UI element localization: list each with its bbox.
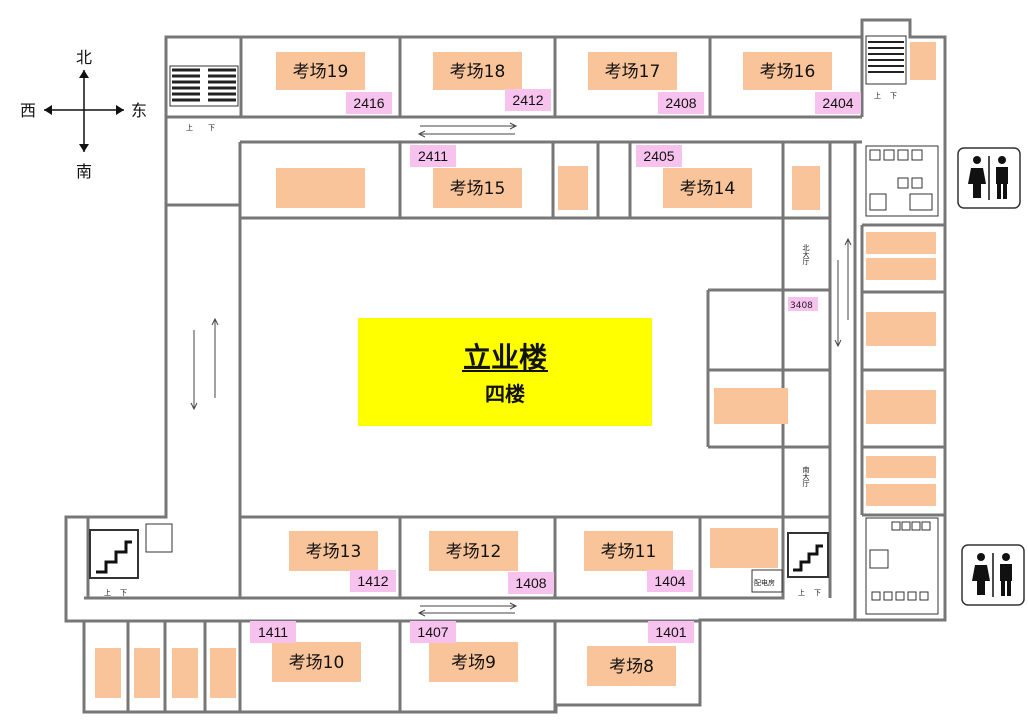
room-number: 1411 xyxy=(258,624,288,640)
room-number: 2412 xyxy=(512,92,543,108)
room-number: 1404 xyxy=(654,573,685,589)
exam-room-box xyxy=(588,52,677,90)
exam-room-box xyxy=(433,168,522,208)
stairs-northeast: 上 下 xyxy=(865,35,936,100)
stairs-southwest: 上 下 xyxy=(89,523,173,597)
room-number-badge xyxy=(658,92,704,114)
room-number: 2416 xyxy=(353,95,384,111)
exam-room-label: 考场15 xyxy=(450,179,506,199)
exam-room-label: 考场19 xyxy=(293,62,349,82)
exam-room-box xyxy=(433,52,522,90)
exam-room-label: 考场14 xyxy=(680,179,736,199)
exam-room-box xyxy=(743,52,832,90)
hall-north: 北大厅 xyxy=(802,244,810,265)
floor-label: 四楼 xyxy=(485,382,525,406)
exam-room: 考场16 2404 xyxy=(743,52,861,114)
room-number: 1401 xyxy=(655,624,686,640)
exam-room-box xyxy=(584,531,673,571)
compass-north: 北 xyxy=(76,48,92,67)
stair-down-label: 下 xyxy=(208,124,215,132)
hall-north-label: 北大厅 xyxy=(802,244,810,265)
exam-room-label: 考场18 xyxy=(450,62,506,82)
utility-room-label: 配电房 xyxy=(754,578,775,587)
room-3408-number: 3408 xyxy=(790,301,813,311)
exam-room: 考场18 2412 xyxy=(433,52,551,111)
restroom-icon xyxy=(957,147,1021,209)
exam-room-box xyxy=(289,531,378,571)
restroom-south xyxy=(865,517,939,615)
exam-room-box xyxy=(663,168,752,208)
room-number-badge xyxy=(410,145,456,167)
exam-room-box xyxy=(429,642,518,682)
exam-room-box xyxy=(587,646,676,686)
exam-room-box xyxy=(276,52,365,90)
restroom-north xyxy=(865,145,939,217)
exam-room-label: 考场11 xyxy=(601,542,657,562)
room-number: 2408 xyxy=(665,95,696,111)
stair-up-label: 上 xyxy=(186,123,193,132)
corridor-arrows xyxy=(190,122,852,617)
compass: 北 南 西 东 xyxy=(20,48,147,181)
room-number-badge xyxy=(346,92,392,114)
room-number-badge xyxy=(350,570,396,592)
exam-room: 考场8 1401 xyxy=(587,621,694,686)
walls xyxy=(64,18,947,714)
restroom-icon xyxy=(961,544,1025,606)
room-number-badge xyxy=(250,621,296,643)
other-rooms xyxy=(95,166,936,698)
room-number-badge xyxy=(410,621,456,643)
room-number: 2405 xyxy=(643,148,674,164)
compass-east: 东 xyxy=(131,101,147,120)
exam-room: 考场13 1412 xyxy=(289,531,396,592)
building-name: 立业楼 xyxy=(463,341,547,374)
stairs-northwest: 上 下 xyxy=(169,65,239,132)
stair-down-label: 下 xyxy=(120,589,127,597)
room-number: 1412 xyxy=(357,573,388,589)
exam-room-label: 考场16 xyxy=(760,62,816,82)
stair-up-label: 上 xyxy=(798,588,805,597)
exam-room: 考场14 2405 xyxy=(636,145,752,208)
room-number: 1407 xyxy=(417,624,448,640)
exam-room-label: 考场17 xyxy=(605,62,661,82)
compass-west: 西 xyxy=(20,101,36,120)
stairs-southeast: 配电房 上 下 xyxy=(751,532,829,597)
building-title-block: 立业楼 四楼 xyxy=(358,318,652,426)
exam-room-label: 考场13 xyxy=(306,542,362,562)
compass-south: 南 xyxy=(76,162,92,181)
room-number: 2411 xyxy=(418,148,448,164)
room-number-badge xyxy=(815,92,861,114)
exam-room-box xyxy=(429,531,518,571)
stair-down-label: 下 xyxy=(890,92,897,100)
room-number-badge xyxy=(636,145,682,167)
exam-room: 考场12 1408 xyxy=(429,531,554,594)
room-number: 1408 xyxy=(515,575,546,591)
stair-down-label: 下 xyxy=(814,589,821,597)
exam-room-label: 考场10 xyxy=(289,653,345,673)
exam-room-label: 考场8 xyxy=(609,657,654,677)
exam-room: 考场11 1404 xyxy=(584,531,693,592)
stair-up-label: 上 xyxy=(104,588,111,597)
exam-room-label: 考场12 xyxy=(446,542,502,562)
exam-room-label: 考场9 xyxy=(451,653,496,673)
hall-south-label: 南大厅 xyxy=(802,465,810,487)
room-number-badge xyxy=(505,89,551,111)
room-number-badge xyxy=(508,572,554,594)
stair-up-label: 上 xyxy=(874,91,881,100)
room-number-badge xyxy=(647,570,693,592)
exam-room-box xyxy=(272,642,361,682)
room-3408: 3408 xyxy=(788,297,818,311)
room-number: 2404 xyxy=(822,95,853,111)
room-number-badge xyxy=(648,621,694,643)
hall-south: 南大厅 xyxy=(802,465,810,487)
